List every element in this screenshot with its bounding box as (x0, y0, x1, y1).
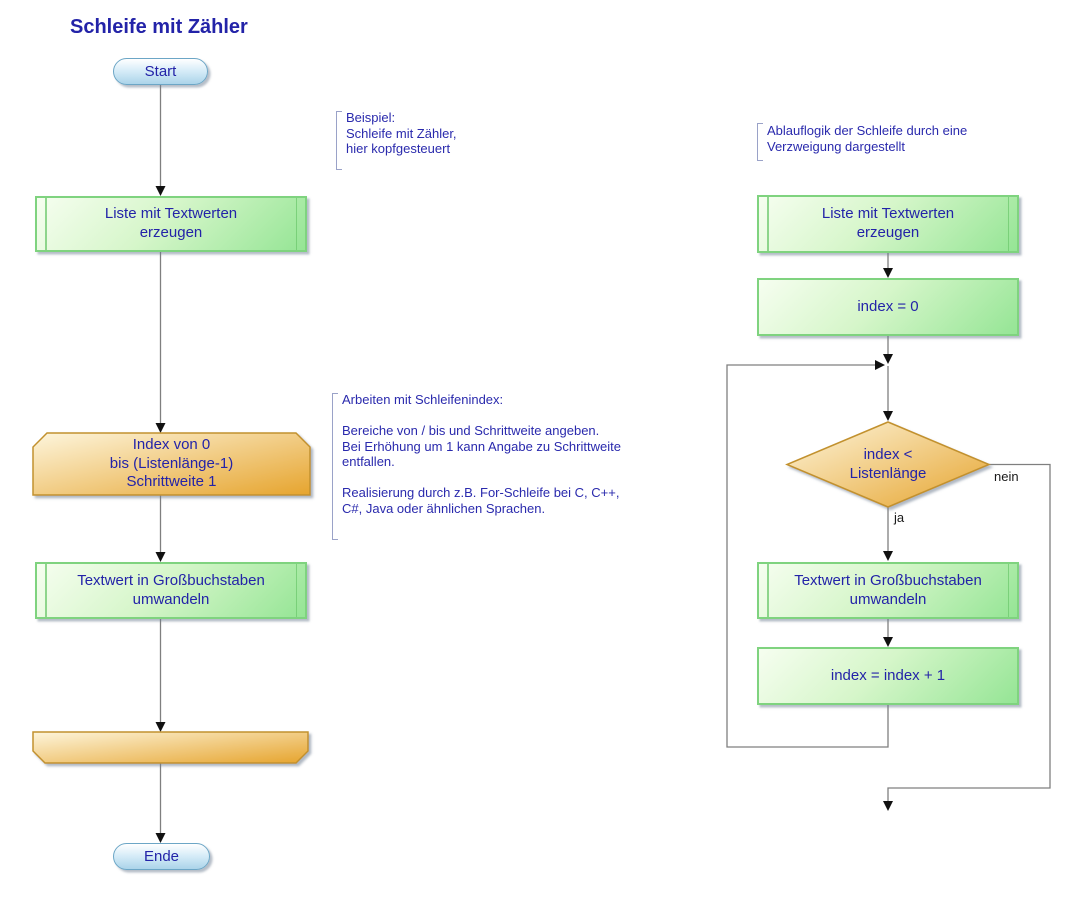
label-nein: nein (994, 469, 1019, 484)
process-uppercase-left: Textwert in Großbuchstaben umwandeln (35, 562, 307, 619)
note-bracket-example (336, 111, 342, 170)
note-loop-index: Arbeiten mit Schleifenindex: Bereiche vo… (342, 392, 621, 516)
label-ja: ja (894, 510, 905, 525)
loop-start-shape (32, 432, 311, 496)
decision-label: index < Listenlänge (849, 445, 927, 482)
start-node: Start (113, 58, 208, 85)
right-connectors (726, 253, 1051, 811)
note-bracket-logic (757, 123, 763, 161)
process-create-list-left: Liste mit Textwerten erzeugen (35, 196, 307, 252)
loop-end-shape (32, 731, 309, 764)
decision-diamond-shape (785, 421, 991, 508)
process-init-index: index = 0 (757, 278, 1019, 336)
page-title: Schleife mit Zähler (70, 16, 248, 38)
note-logic: Ablauflogik der Schleife durch eine Verz… (767, 123, 968, 154)
process-increment-index: index = index + 1 (757, 647, 1019, 705)
note-example: Beispiel: Schleife mit Zähler, hier kopf… (346, 110, 457, 156)
process-create-list-right: Liste mit Textwerten erzeugen (757, 195, 1019, 253)
loop-start-label: Index von 0 bis (Listenlänge-1) Schrittw… (109, 435, 234, 491)
process-uppercase-right: Textwert in Großbuchstaben umwandeln (757, 562, 1019, 619)
end-node: Ende (113, 843, 210, 870)
note-bracket-loop-index (332, 393, 338, 540)
left-connectors (155, 85, 166, 843)
